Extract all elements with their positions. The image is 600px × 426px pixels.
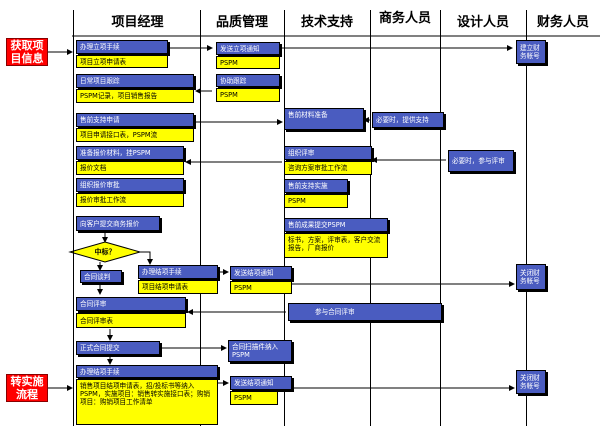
pm-b4: 准备报价材料，挂PSPM [76, 146, 184, 160]
lane-header-biz: 商务人员 [378, 11, 431, 26]
fin-g3: 关闭财务帐号 [516, 370, 546, 394]
lane-line-1 [200, 10, 201, 426]
qa-c2: 协助跟踪 [216, 74, 280, 87]
tech-d2: 组织评审 [284, 146, 372, 160]
pm-b1y: 项目立项申请表 [76, 55, 168, 68]
start-to-impl: 转实施流程 [6, 374, 48, 402]
lane-header-fin: 财务人员 [536, 15, 589, 30]
pm-b8y: 合同评审表 [76, 313, 186, 328]
biz-e2: 参与合同评审 [288, 303, 442, 321]
pm-b2y: PSPM记录，项目销售报告 [76, 89, 194, 103]
decision-label: 中标？ [94, 248, 116, 256]
arrow-diamond-to-b7 [138, 251, 153, 265]
pm-b2: 日常项目跟踪 [76, 74, 194, 88]
qa-c4: 合同扫描件纳入PSPM [228, 340, 292, 362]
tech-d1: 售前材料准备 [284, 108, 364, 130]
lane-header-pm: 项目经理 [111, 15, 164, 30]
qa-c3y: PSPM [230, 281, 292, 294]
qa-c2y: PSPM [216, 88, 280, 102]
design-f1: 必要时，参与评审 [448, 150, 514, 172]
lane-line-4 [440, 10, 441, 426]
pm-b3y: 项目申请接口表，PSPM流 [76, 128, 194, 142]
qa-c5y: PSPM [230, 391, 278, 405]
tech-d4: 售前成果提交PSPM [284, 218, 388, 232]
biz-e1: 必要时，提供支持 [372, 112, 444, 128]
lane-line-0 [73, 10, 74, 426]
fin-g1: 建立财务帐号 [516, 40, 546, 64]
pm-b5: 组织报价审批 [76, 178, 184, 192]
pm-b7: 办理结项手续 [138, 265, 218, 279]
start-get-info: 获取项目信息 [6, 38, 48, 66]
pm-b9: 正式合同提交 [76, 341, 160, 355]
tech-d3: 售前支持实施 [284, 179, 348, 193]
lane-header-design: 设计人员 [456, 15, 509, 30]
pm-b4y: 报价文档 [76, 161, 184, 175]
pm-b6: 向客户提交商务报价 [76, 216, 160, 231]
qa-c5: 发送结项通知 [230, 376, 292, 390]
pm-negotiation: 合同谈判 [80, 270, 122, 283]
lane-header-tech: 技术支持 [300, 15, 353, 30]
tech-d3y: PSPM [284, 194, 348, 208]
qa-c1y: PSPM [216, 56, 280, 69]
pm-b10y: 销售项目结项申请表，招/投标书等纳入PSPM，实施项目：销售转实施接口表；购销项… [76, 379, 218, 425]
lane-line-5 [526, 10, 527, 426]
pm-b1: 办理立项手续 [76, 40, 168, 54]
pm-b10: 办理结项手续 [76, 365, 218, 378]
tech-d2y: 咨询方案审批工作流 [284, 161, 372, 175]
pm-b5y: 报价审批工作流 [76, 193, 184, 207]
pm-b8: 合同评审 [76, 297, 186, 311]
fin-g2: 关闭财务帐号 [516, 264, 546, 290]
pm-b7y: 项目结项申请表 [138, 280, 218, 294]
lane-header-qa: 品质管理 [215, 15, 268, 30]
tech-d4y: 标书，方案，评审表，客户交流报告，厂商报价 [284, 233, 388, 258]
pm-b3: 售前支持申请 [76, 113, 194, 127]
qa-c1: 发送立项通知 [216, 42, 280, 55]
qa-c3: 发送结项通知 [230, 266, 292, 280]
decision-diamond [68, 241, 142, 263]
